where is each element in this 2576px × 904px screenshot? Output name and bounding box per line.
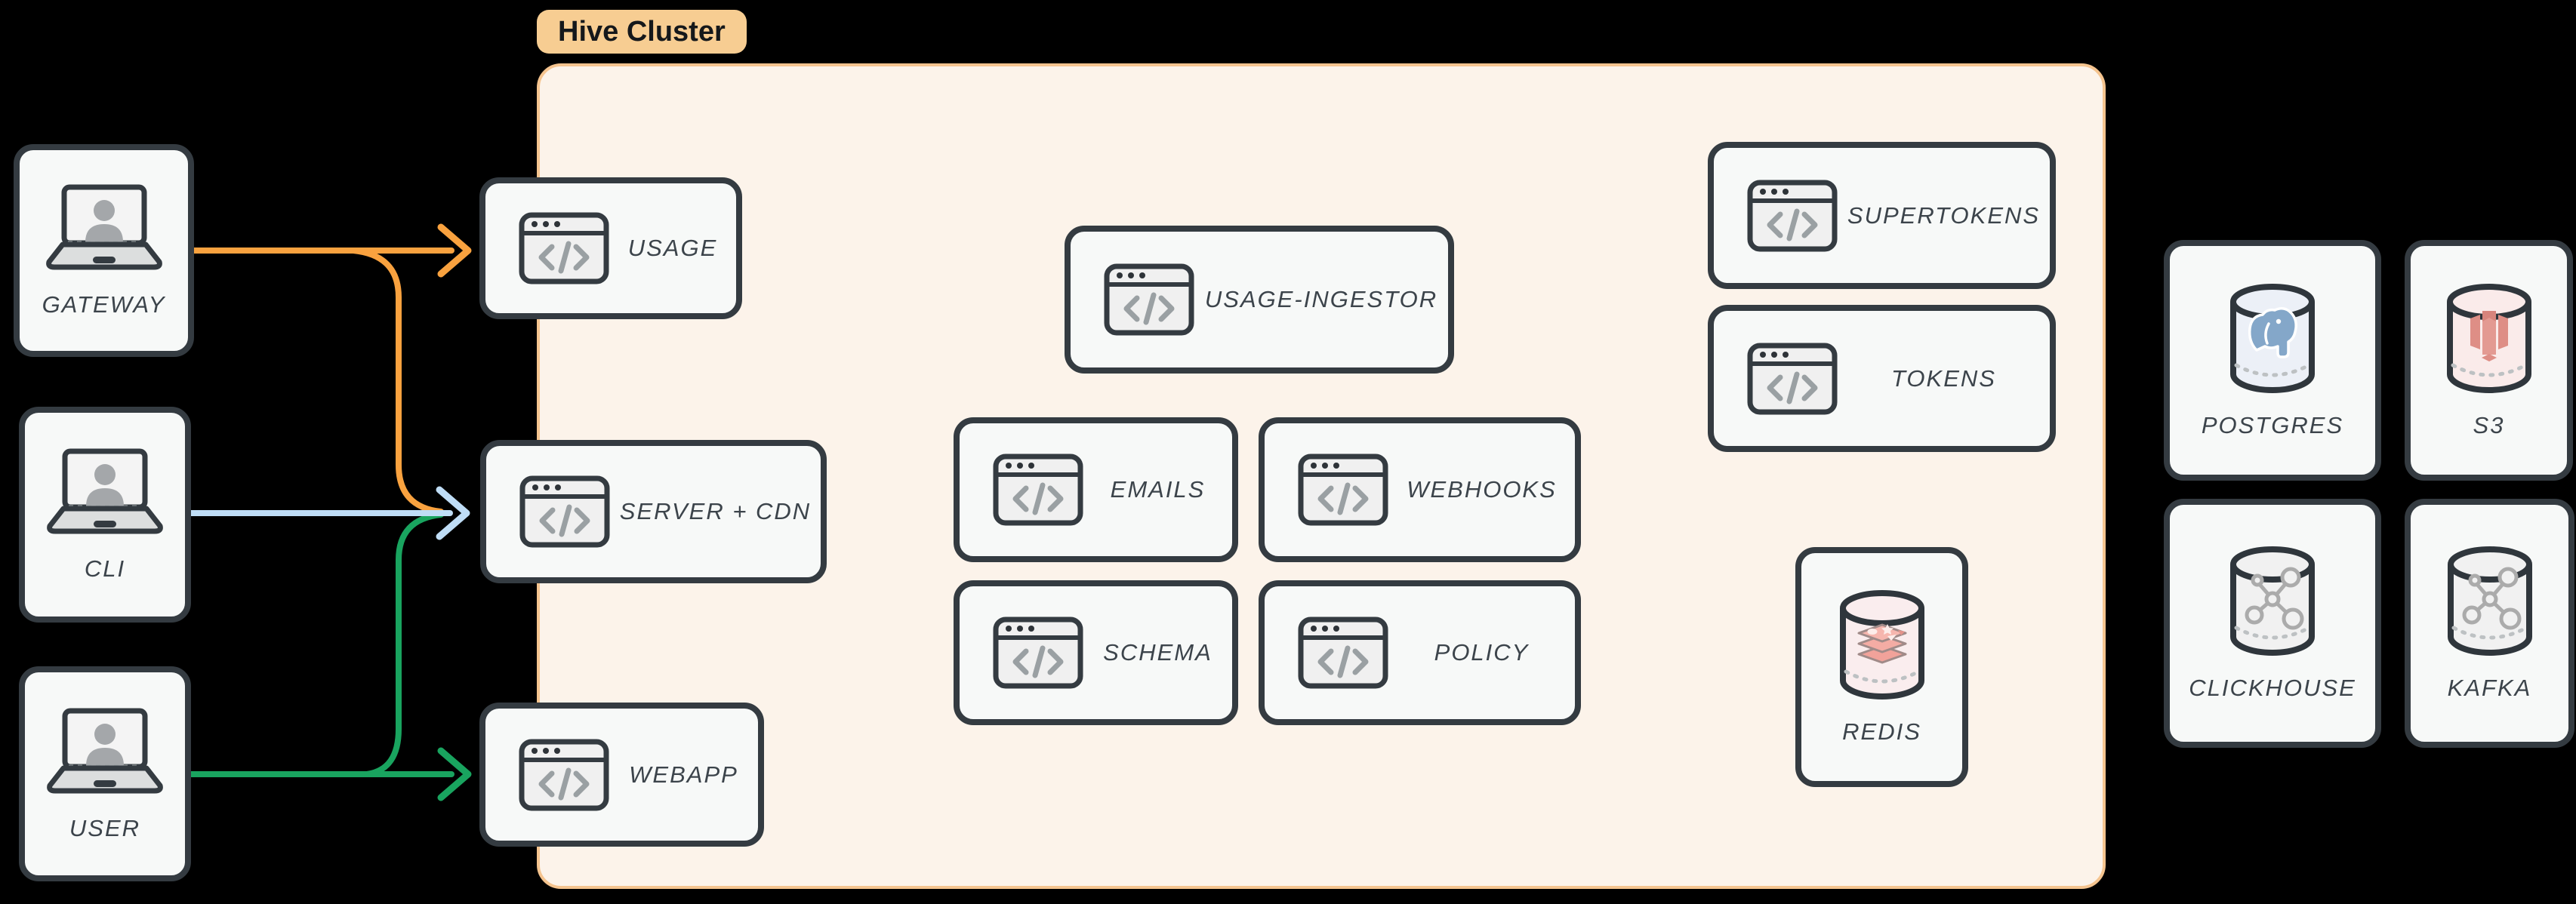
node-label: USAGE — [627, 235, 718, 261]
cluster-cylinder-icon — [2223, 545, 2322, 658]
edge-user-server — [364, 512, 444, 777]
node-label: POLICY — [1434, 639, 1530, 666]
node-user[interactable]: USER — [19, 666, 191, 881]
node-label: EMAILS — [1110, 476, 1206, 503]
node-gateway[interactable]: GATEWAY — [14, 144, 194, 357]
node-s3[interactable]: S3 — [2405, 240, 2573, 481]
node-kafka[interactable]: KAFKA — [2405, 499, 2574, 748]
node-label: TOKENS — [1891, 364, 1996, 392]
laptop-user-icon — [40, 183, 168, 272]
node-tokens[interactable]: TOKENS — [1708, 305, 2056, 452]
node-label: SCHEMA — [1103, 639, 1213, 666]
laptop-user-icon — [41, 447, 169, 536]
code-window-icon — [519, 212, 609, 284]
code-window-icon — [993, 454, 1083, 526]
node-usage[interactable]: USAGE — [479, 177, 742, 319]
node-clickhouse[interactable]: CLICKHOUSE — [2164, 499, 2381, 748]
node-label: CLI — [84, 555, 126, 582]
node-label: WEBAPP — [629, 761, 738, 788]
node-label: WEBHOOKS — [1407, 476, 1557, 503]
s3-cylinder-icon — [2440, 282, 2538, 395]
edge-gateway-usage-arrowhead — [437, 223, 472, 278]
node-label: USER — [69, 814, 141, 841]
node-supertokens[interactable]: SUPERTOKENS — [1708, 142, 2056, 289]
redis-cylinder-icon — [1833, 589, 1931, 702]
node-label: POSTGRES — [2201, 411, 2344, 438]
cluster-cylinder-icon — [2441, 545, 2539, 658]
node-label: CLICKHOUSE — [2189, 675, 2356, 701]
code-window-icon — [1104, 263, 1194, 336]
node-postgres[interactable]: POSTGRES — [2164, 240, 2381, 481]
laptop-user-icon — [41, 706, 169, 795]
node-label: GATEWAY — [42, 291, 166, 318]
node-label: USAGE-INGESTOR — [1204, 286, 1438, 312]
edge-gateway-server — [350, 248, 444, 515]
node-server-cdn[interactable]: SERVER + CDN — [480, 440, 827, 583]
code-window-icon — [1747, 180, 1838, 252]
code-window-icon — [993, 617, 1083, 689]
code-window-icon — [1298, 454, 1388, 526]
code-window-icon — [519, 739, 609, 811]
node-policy[interactable]: POLICY — [1259, 580, 1581, 725]
hive-cluster-badge: Hive Cluster — [537, 10, 747, 54]
postgres-cylinder-icon — [2223, 282, 2322, 395]
node-redis[interactable]: REDIS — [1795, 547, 1968, 787]
code-window-icon — [519, 475, 610, 548]
node-schema[interactable]: SCHEMA — [954, 580, 1238, 725]
code-window-icon — [1747, 343, 1838, 415]
node-label: KAFKA — [2447, 675, 2532, 701]
edge-cli-server-arrowhead — [436, 486, 470, 540]
node-webapp[interactable]: WEBAPP — [479, 703, 764, 847]
node-label: S3 — [2473, 411, 2505, 438]
node-webhooks[interactable]: WEBHOOKS — [1259, 417, 1581, 562]
node-usage-ingestor[interactable]: USAGE-INGESTOR — [1065, 226, 1454, 374]
node-label: SUPERTOKENS — [1847, 201, 2041, 229]
node-label: REDIS — [1842, 718, 1921, 745]
code-window-icon — [1298, 617, 1388, 689]
node-label: SERVER + CDN — [619, 498, 812, 524]
node-cli[interactable]: CLI — [19, 407, 191, 623]
node-emails[interactable]: EMAILS — [954, 417, 1238, 562]
edge-user-webapp-arrowhead — [437, 747, 472, 801]
